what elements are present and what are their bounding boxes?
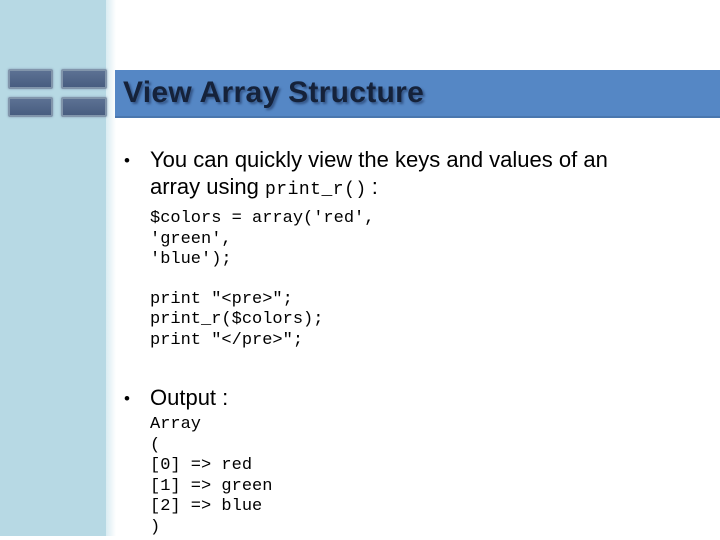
bullet-dot-icon: •: [124, 151, 130, 170]
logo-square: [61, 97, 107, 117]
sidebar-accent-bar: [0, 0, 116, 536]
bullet-intro-colon: :: [371, 174, 378, 199]
window-grid-icon: [8, 69, 107, 117]
logo-square: [8, 97, 53, 117]
bullet-item-output: • Output :: [122, 384, 692, 411]
bullet-intro-line1: You can quickly view the keys and values…: [150, 147, 608, 172]
title-banner: View Array Structure: [115, 70, 720, 118]
output-label: Output :: [150, 385, 229, 410]
slide-title: View Array Structure: [123, 76, 425, 109]
bullet-item-intro: • You can quickly view the keys and valu…: [122, 146, 692, 204]
code-array-declaration: $colors = array('red', 'green', 'blue');: [150, 209, 375, 269]
logo-square: [61, 69, 107, 89]
bullet-intro-text: You can quickly view the keys and values…: [150, 146, 692, 204]
bullet-dot-icon: •: [124, 389, 130, 408]
code-output-block: Array ( [0] => red [1] => green [2] => b…: [150, 415, 273, 537]
logo-square: [8, 69, 53, 89]
slide-body: • You can quickly view the keys and valu…: [122, 146, 692, 538]
inline-code-print-r: print_r(): [264, 180, 367, 200]
bullet-intro-line2: array using: [150, 174, 259, 199]
code-print-statements: print "<pre>"; print_r($colors); print "…: [150, 289, 324, 350]
